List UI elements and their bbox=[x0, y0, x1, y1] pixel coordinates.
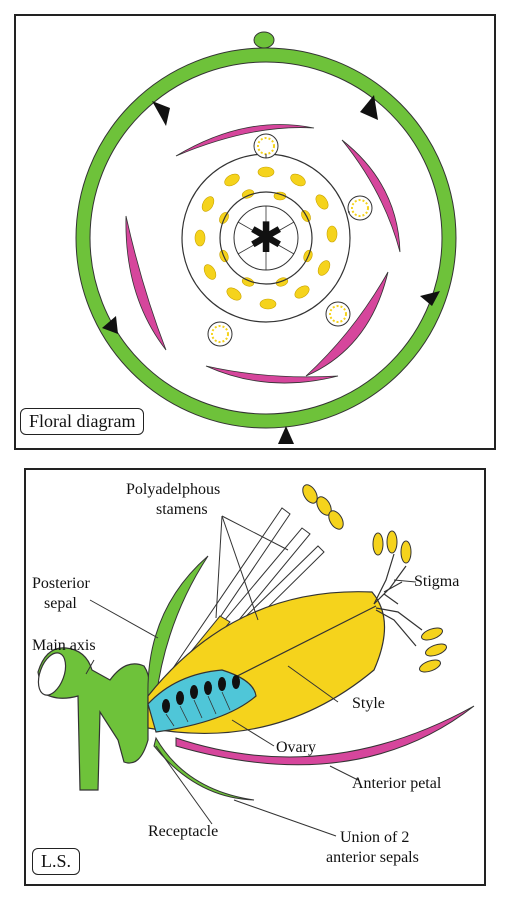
petal bbox=[305, 271, 389, 377]
anthers-right bbox=[372, 530, 447, 673]
anther bbox=[194, 229, 206, 247]
posterior-sepal bbox=[147, 555, 209, 699]
main-axis-cut bbox=[37, 652, 67, 696]
label-polyadelphous: Polyadelphous bbox=[126, 481, 221, 498]
anther bbox=[226, 287, 242, 301]
anterior-petal bbox=[175, 705, 475, 766]
anther bbox=[241, 277, 255, 287]
ls-diagram-svg bbox=[37, 484, 475, 837]
anther bbox=[294, 285, 310, 299]
ovary-outer-ring bbox=[219, 191, 313, 285]
leader-lines bbox=[85, 515, 417, 837]
label-stigma: Stigma bbox=[414, 573, 460, 590]
stamen-bundle bbox=[325, 301, 351, 327]
label-anterior-sepals: anterior sepals bbox=[326, 849, 419, 866]
calyx-inner-edge bbox=[89, 61, 443, 415]
label-ovary: Ovary bbox=[276, 739, 316, 756]
placenta-lines bbox=[165, 691, 231, 727]
ovules bbox=[162, 675, 240, 713]
main-axis-stalk bbox=[37, 647, 150, 791]
stamen-anthers bbox=[194, 166, 338, 310]
longitudinal-section-panel: Polyadelphous stamens Stigma Posterior s… bbox=[24, 468, 486, 886]
ovary-septa bbox=[237, 206, 295, 270]
label-sepal: sepal bbox=[44, 595, 77, 612]
ls-caption: L.S. bbox=[32, 848, 81, 875]
label-stamens: stamens bbox=[156, 501, 208, 518]
anther bbox=[315, 194, 329, 210]
anther bbox=[317, 260, 331, 276]
anther bbox=[201, 196, 215, 212]
floral-diagram-panel: ✱ Floral diagram bbox=[14, 14, 496, 450]
sepal-tip bbox=[278, 426, 294, 444]
sepal-tips bbox=[102, 95, 440, 444]
label-anterior-petal: Anterior petal bbox=[352, 775, 442, 792]
floral-diagram-caption: Floral diagram bbox=[20, 408, 145, 435]
label-main-axis: Main axis bbox=[32, 637, 96, 654]
petal bbox=[205, 365, 339, 384]
mother-axis bbox=[253, 31, 275, 49]
label-style: Style bbox=[352, 695, 385, 712]
anther bbox=[203, 264, 217, 280]
label-union: Union of 2 bbox=[340, 829, 410, 846]
anther bbox=[290, 173, 306, 187]
floral-diagram-svg: ✱ bbox=[75, 31, 457, 444]
petal bbox=[125, 215, 167, 351]
sepal-tip bbox=[420, 291, 440, 306]
anther bbox=[275, 277, 289, 287]
anther bbox=[241, 189, 255, 199]
petals bbox=[125, 124, 401, 384]
calyx-outer-edge bbox=[75, 47, 457, 429]
stamen-bundles bbox=[207, 133, 373, 347]
sepal-tip bbox=[360, 95, 378, 120]
sepal-tip bbox=[152, 101, 170, 126]
ovary-chamber bbox=[147, 669, 257, 733]
petal bbox=[175, 124, 315, 157]
stigma-branches bbox=[373, 553, 423, 647]
anterior-sepals bbox=[153, 736, 255, 801]
label-posterior: Posterior bbox=[32, 575, 90, 592]
anther bbox=[326, 225, 338, 243]
calyx-ring bbox=[76, 48, 456, 428]
stamen-bundle bbox=[207, 321, 233, 347]
anther bbox=[259, 298, 277, 310]
anthers-top bbox=[302, 484, 344, 530]
anther bbox=[224, 173, 240, 187]
petal bbox=[341, 139, 401, 253]
sepal-tip bbox=[102, 316, 118, 334]
star-symbol-icon: ✱ bbox=[248, 213, 283, 262]
label-receptacle: Receptacle bbox=[148, 823, 219, 840]
stamen-bundle bbox=[347, 195, 373, 221]
anther bbox=[257, 166, 275, 178]
